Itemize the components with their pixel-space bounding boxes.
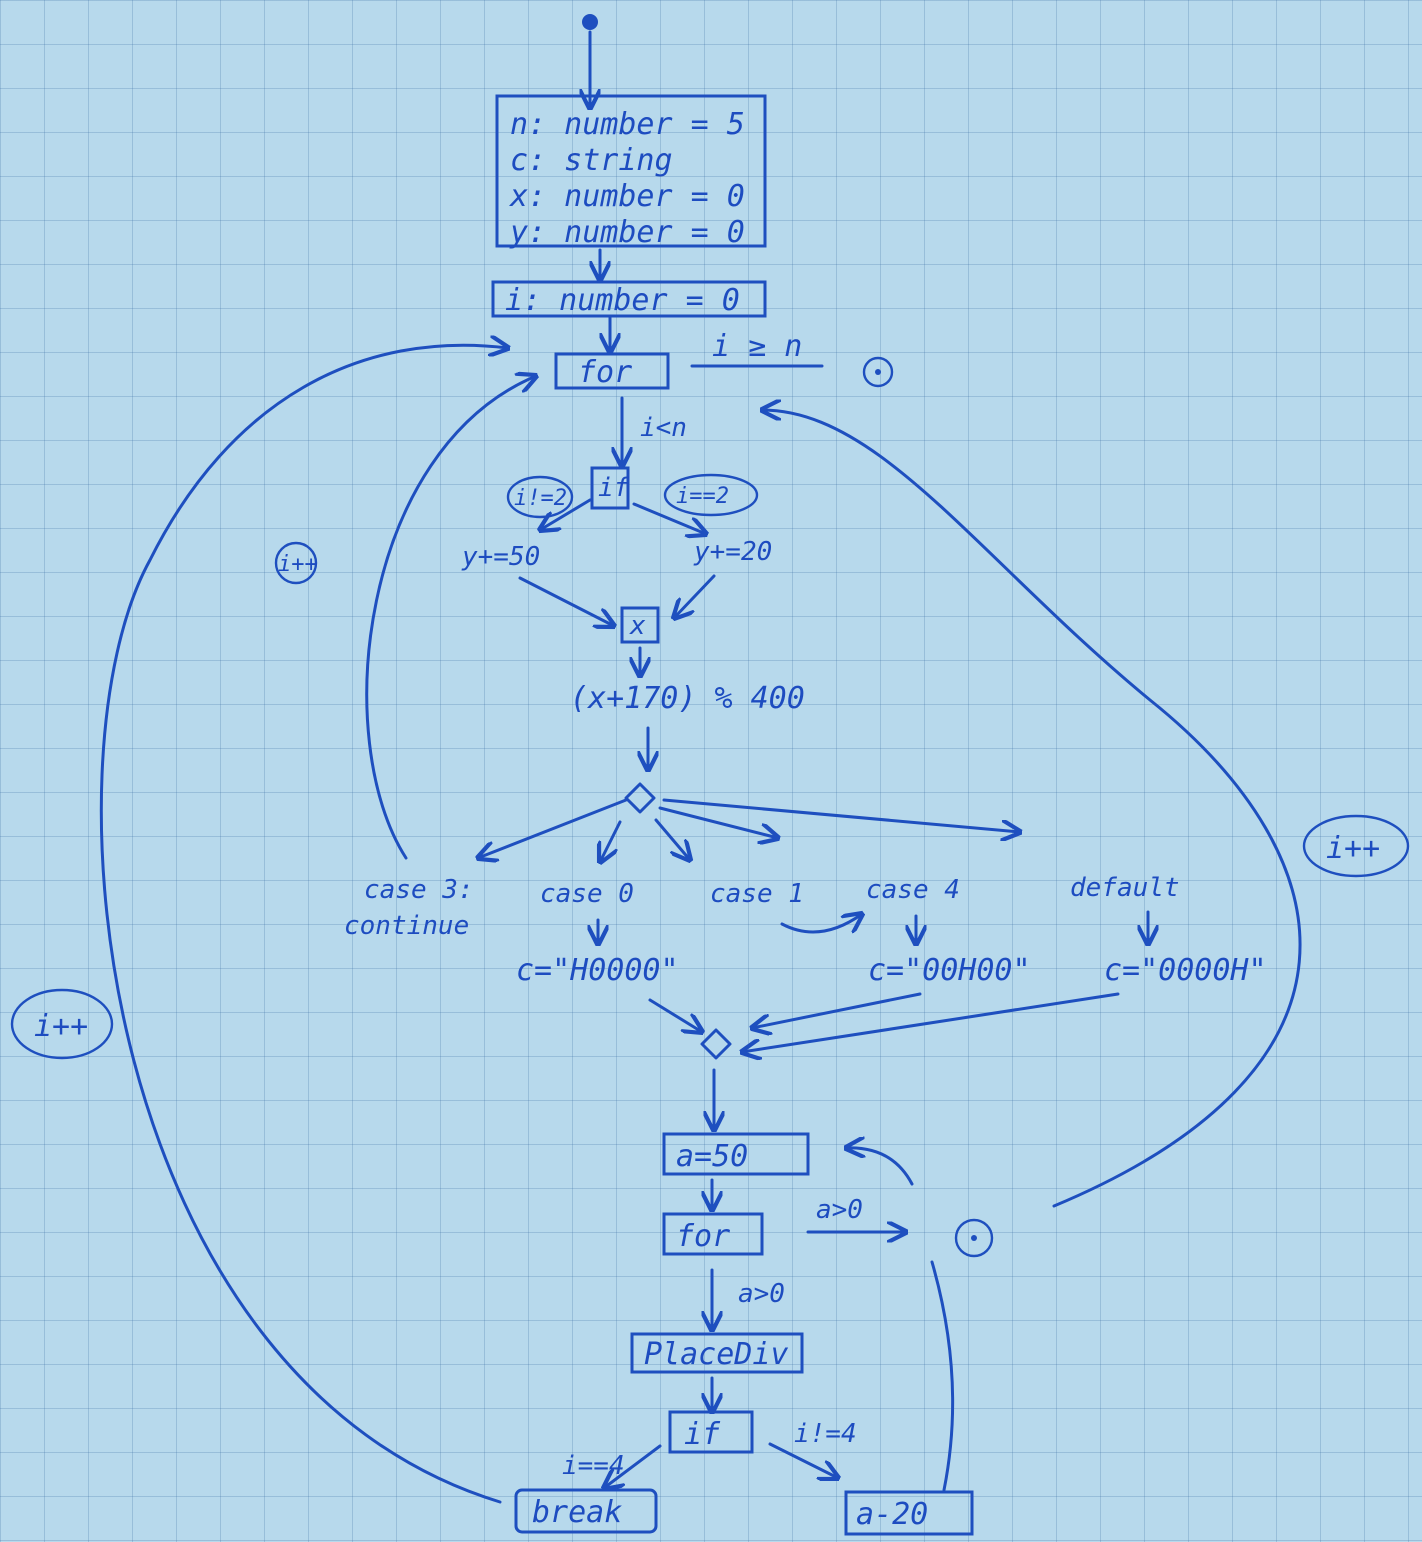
default-label: default	[1070, 873, 1180, 903]
c4-label: c="00H00"	[868, 953, 1031, 988]
switch-diamond	[624, 782, 656, 814]
inc-left-bubble	[10, 988, 114, 1060]
for-outer-box	[554, 352, 670, 390]
case4-label: case 4	[866, 875, 960, 905]
edge-case1-case4	[780, 914, 862, 932]
cond-ne4-label: i!=4	[794, 1419, 857, 1449]
end-node-inner	[954, 1218, 994, 1258]
a-minus-box	[844, 1490, 974, 1536]
a-gt0-right-label: a>0	[816, 1195, 863, 1225]
placediv-box	[630, 1332, 804, 1374]
inc-right-label: i++	[1326, 831, 1380, 866]
a-gt0-down-label: a>0	[738, 1279, 785, 1309]
if-inner-box	[668, 1410, 754, 1454]
break-box	[514, 1488, 658, 1534]
y-plus-50-label: y+=50	[461, 542, 540, 572]
placediv-label: PlaceDiv	[644, 1337, 789, 1372]
inc-mid-label: i++	[278, 552, 318, 577]
decl-line-x: x: number = 0	[508, 179, 745, 214]
edge-if-break	[604, 1444, 662, 1488]
end-node-outer-dot	[875, 369, 881, 375]
edge-inner-end-loop	[762, 410, 1302, 1208]
end-node-outer	[862, 356, 894, 388]
edge-switch-default	[662, 798, 1020, 832]
break-label: break	[532, 1495, 622, 1530]
a-minus-label: a-20	[856, 1497, 928, 1532]
for-exit-cond: i ≥ n	[712, 329, 802, 364]
expr-label: (x+170) % 400	[570, 681, 805, 716]
edge-switch-case0	[600, 820, 622, 862]
edge-c0-merge	[648, 998, 702, 1032]
merge-diamond	[700, 1028, 732, 1060]
if-node-label: if	[598, 473, 630, 503]
decl-line-c: c: string	[510, 143, 673, 178]
decl-line-y: y: number = 0	[509, 215, 745, 250]
cond-eq2-label: i==2	[676, 484, 729, 509]
a-init-box	[662, 1132, 810, 1176]
edge-yplus20-x	[674, 574, 716, 618]
case3-label: case 3:	[364, 875, 474, 905]
inc-left-label: i++	[34, 1009, 88, 1044]
edge-c4-merge	[752, 992, 922, 1028]
decl-box	[495, 94, 767, 248]
decl-line-n: n: number = 5	[510, 107, 745, 142]
edge-if-aminus	[768, 1442, 838, 1478]
i-init-box	[491, 280, 767, 318]
cond-eq2-bubble	[663, 473, 759, 517]
if-inner-label: if	[684, 1417, 721, 1452]
for-outer-label: for	[578, 355, 632, 390]
cond-ne2-label: i!=2	[514, 486, 567, 511]
edge-continue-loop	[365, 376, 536, 860]
inc-mid-bubble	[274, 541, 318, 585]
for-inner-box	[662, 1212, 764, 1256]
if-node-box	[590, 466, 630, 510]
edge-if-yplus20	[632, 502, 706, 534]
edge-switch-case1	[654, 818, 690, 860]
continue-label: continue	[344, 911, 469, 941]
y-plus-20-label: y+=20	[693, 537, 772, 567]
edge-yplus50-x	[518, 576, 614, 626]
x-node-label: x	[629, 611, 646, 641]
edge-if-yplus50	[540, 498, 592, 530]
cdef-label: c="0000H"	[1104, 953, 1267, 988]
for-cond-label: i<n	[640, 413, 687, 443]
c0-label: c="H0000"	[516, 953, 679, 988]
cond-eq4-label: i==4	[562, 1451, 625, 1481]
inc-right-bubble	[1302, 814, 1410, 878]
start-node	[582, 14, 598, 30]
x-node-box	[620, 606, 660, 644]
for-inner-label: for	[676, 1219, 730, 1254]
edge-switch-case3	[478, 798, 628, 858]
case1-label: case 1	[710, 879, 804, 909]
end-node-inner-dot	[971, 1235, 977, 1241]
edge-break-loop	[99, 345, 508, 1504]
edge-cdef-merge	[742, 992, 1120, 1052]
edge-aminus-loop	[930, 1260, 955, 1492]
case0-label: case 0	[540, 879, 634, 909]
a-init-label: a=50	[676, 1139, 748, 1174]
edge-inner-loop-top	[846, 1148, 914, 1186]
edge-switch-case4	[658, 806, 778, 838]
i-init-label: i: number = 0	[505, 283, 740, 318]
